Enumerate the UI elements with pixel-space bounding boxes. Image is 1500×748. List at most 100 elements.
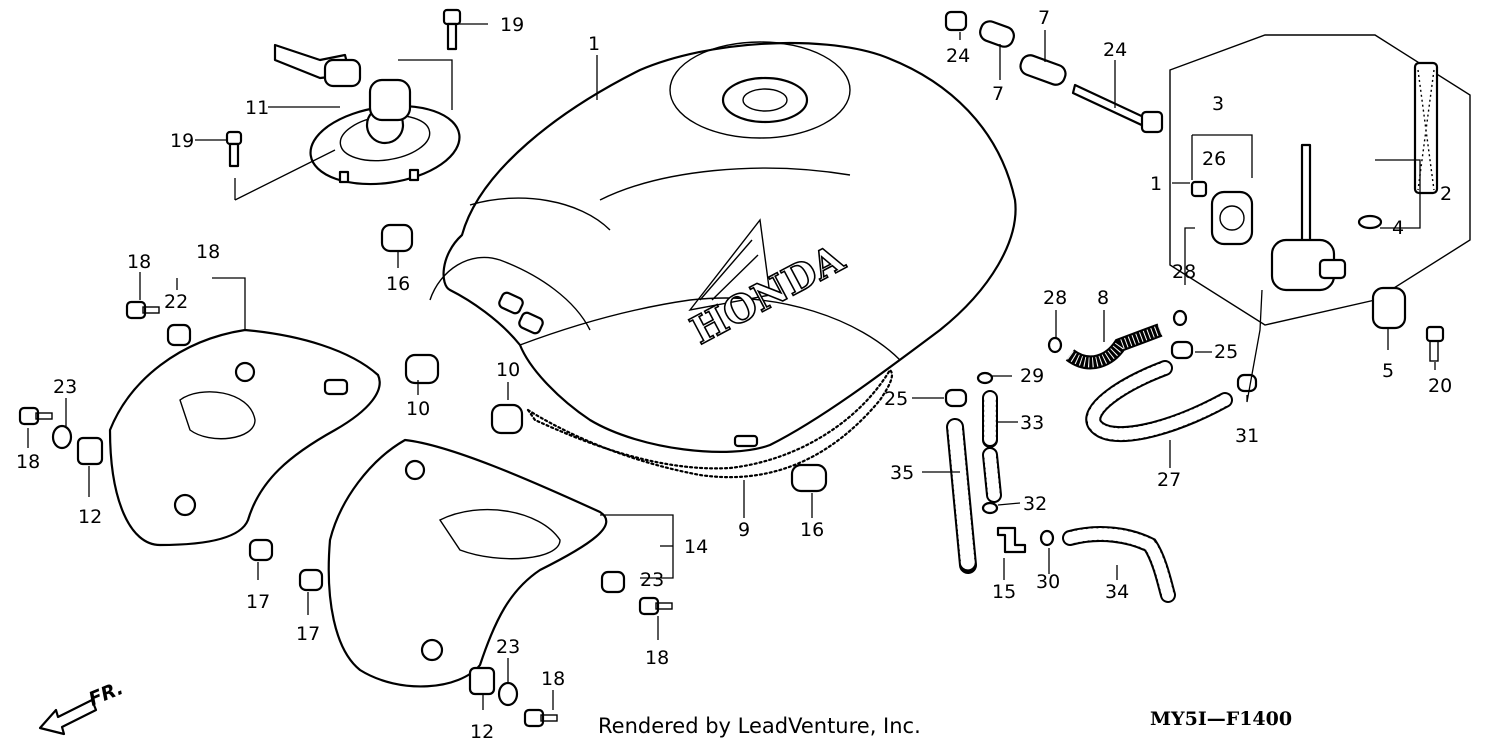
bolt-22[interactable] [944,10,968,32]
fuel-tank[interactable]: HONDA [429,41,1017,453]
callout-32: 32 [1023,493,1047,515]
grommet-16-lower[interactable] [790,463,828,493]
callout-2: 2 [1440,183,1452,205]
callout-17: 17 [246,591,270,613]
credit-text: Rendered by LeadVenture, Inc. [598,714,921,738]
callout-14: 14 [684,536,708,558]
callout-8: 8 [1097,287,1109,309]
washer-24-bottom[interactable] [497,681,519,707]
callout-22: 24 [946,45,970,67]
callout-15: 15 [992,581,1016,603]
o-ring-4[interactable] [1357,214,1383,230]
grommet-17-left[interactable] [248,538,274,562]
callout-19: 19 [170,130,194,152]
callout-26: 26 [1202,148,1226,170]
hose-35[interactable] [946,418,977,574]
hose-27[interactable] [1085,360,1233,443]
bolt-19-top[interactable] [442,8,462,51]
callout-1: 1 [1150,173,1162,195]
bolt-19-left[interactable] [225,130,243,168]
clip-28-left[interactable] [1047,336,1063,354]
callout-12: 12 [78,506,102,528]
callout-23: 22 [164,291,188,313]
callout-20: 20 [1428,375,1452,397]
diagram-code: MY5I—F1400 [1150,708,1293,730]
collar-7-right[interactable] [1018,53,1068,88]
callout-28: 28 [1172,261,1196,283]
callout-10: 10 [496,359,520,381]
callout-5: 5 [1382,360,1394,382]
fuel-valve-lever-3[interactable] [1210,190,1254,246]
callout-35: 35 [890,462,914,484]
screw-26[interactable] [1190,180,1208,198]
fuel-filler-cap[interactable] [273,43,465,193]
callout-10: 10 [406,398,430,420]
callout-16: 16 [800,519,824,541]
clip-25-upper[interactable] [1170,340,1194,360]
clip-31[interactable] [1236,373,1258,393]
callout-17: 17 [296,623,320,645]
clip-32[interactable] [981,501,999,515]
collar-7-left[interactable] [978,19,1017,49]
callout-16: 16 [386,273,410,295]
nut-12-bottom[interactable] [468,666,496,696]
cushion-10-upper[interactable] [404,353,440,385]
callout-24: 23 [496,636,520,658]
callout-31: 31 [1235,425,1259,447]
callout-18: 18 [645,647,669,669]
callout-30: 30 [1036,571,1060,593]
clip-25-lower[interactable] [944,388,968,408]
screw-20[interactable] [1425,325,1445,362]
clip-29[interactable] [976,371,994,385]
bolt-18-bottom[interactable] [523,708,558,728]
nut-12-left[interactable] [76,436,104,466]
callout-7: 7 [1038,7,1050,29]
collar-23-left[interactable] [166,323,192,347]
hose-8[interactable] [1065,323,1163,370]
callout-6: 1 [588,33,600,55]
callout-25: 25 [884,388,908,410]
callout-25: 25 [1214,341,1238,363]
fuel-strainer-2[interactable] [1413,61,1439,195]
callout-11: 11 [245,97,269,119]
clip-30[interactable] [1039,529,1055,547]
callout-9: 9 [738,519,750,541]
callout-21: 24 [1103,39,1127,61]
bolt-18-upper[interactable] [125,300,160,320]
clip-28-right[interactable] [1172,309,1188,327]
cushion-10-lower[interactable] [490,403,524,435]
collar-23-right[interactable] [600,570,626,594]
callout-18: 18 [127,251,151,273]
tank-gasket[interactable] [526,368,894,479]
valve-knob-5[interactable] [1371,286,1407,330]
callout-23: 23 [640,569,664,591]
bolt-21[interactable] [1071,83,1164,134]
callout-27: 27 [1157,469,1181,491]
hose-34[interactable] [1062,526,1176,603]
callout-33: 33 [1020,412,1044,434]
left-side-cover[interactable] [108,328,381,547]
hose-33[interactable] [982,390,1002,503]
callout-18: 18 [541,668,565,690]
fuel-valve-body-1[interactable] [1270,143,1347,292]
callout-13: 18 [196,241,220,263]
front-indicator-text: FR. [86,677,127,711]
callout-29: 29 [1020,365,1044,387]
fuel-valve-assembly [1169,34,1471,326]
grommet-16-upper[interactable] [380,223,414,253]
callout-4: 4 [1392,217,1404,239]
joint-15[interactable] [996,526,1027,554]
callout-3: 3 [1212,93,1224,115]
callout-labels: 19 19 11 1 24 7 7 24 3 26 1 2 4 5 20 28 … [16,7,1452,743]
callout-24: 23 [53,376,77,398]
callout-34: 34 [1105,581,1129,603]
right-side-cover[interactable] [327,438,608,688]
grommet-17-center[interactable] [298,568,324,592]
bolt-18-center[interactable] [638,596,673,616]
washer-24-left[interactable] [51,424,73,450]
bolt-18-left[interactable] [18,406,53,426]
callout-12: 12 [470,721,494,743]
callout-19: 19 [500,14,524,36]
callout-7: 7 [992,83,1004,105]
